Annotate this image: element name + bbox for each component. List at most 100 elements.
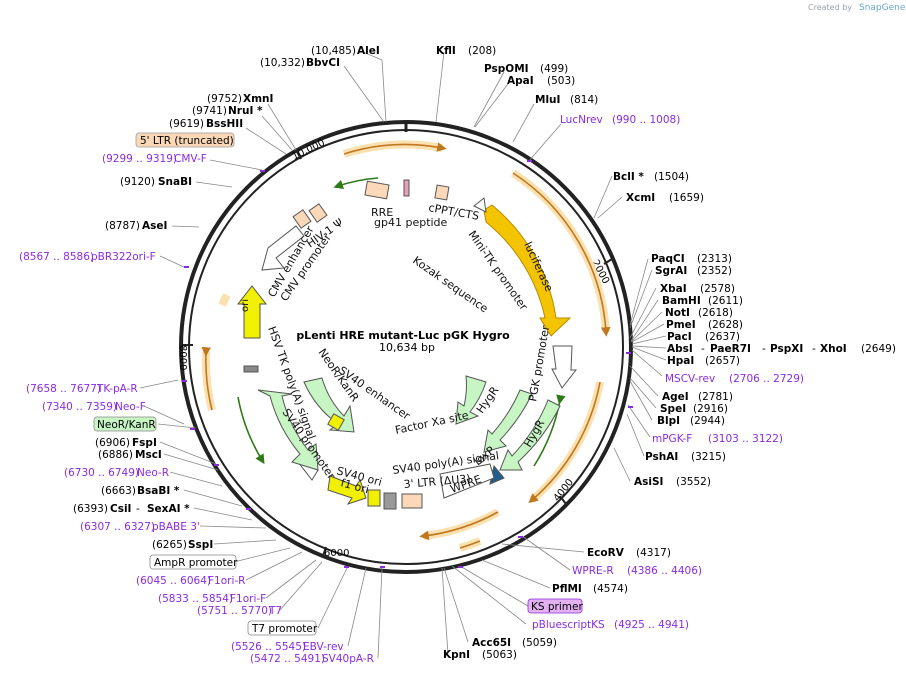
ks-primer-label: KS primer [531, 601, 583, 613]
paqci-name: PaqCI [651, 253, 685, 265]
bsabi-name: BsaBI * [137, 485, 180, 497]
blpi-name: BlpI [657, 415, 680, 427]
neor-name: Neo-R [137, 467, 169, 479]
luciferase-arrow [483, 204, 572, 337]
orf-arc-top [343, 142, 447, 155]
ltr5-label: 5' LTR (truncated) [140, 135, 234, 147]
plasmid-length: 10,634 bp [379, 341, 435, 354]
lucnrev-pos: (990 .. 1008) [612, 114, 680, 126]
tick-6000 [322, 546, 327, 557]
label-rre: RRE [371, 206, 393, 219]
bsshii-pos: (9619) [169, 118, 204, 130]
sv40par-pos: (5472 .. 5491) [250, 653, 325, 665]
asei-pos: (8787) [105, 220, 140, 232]
pbabe-name: pBABE 3' [152, 521, 200, 533]
orf-arc-bottom [419, 511, 499, 541]
kfli-pos: (208) [468, 45, 496, 57]
tk-pa-box [243, 365, 259, 373]
noti-name: NotI [665, 307, 690, 319]
hygr-arrow-1 [483, 389, 533, 453]
ecorv-pos: (4317) [636, 547, 671, 559]
f1orif-name: F1ori-F [230, 593, 266, 605]
cppt-box [434, 184, 450, 201]
orf-arc-right [528, 381, 601, 504]
credit-text: Created by [808, 3, 852, 12]
kpni-pos: (5063) [482, 649, 517, 661]
xmni-name: XmnI [243, 93, 273, 105]
wpre-box [439, 463, 495, 499]
orf-arcs [201, 142, 611, 549]
alei-name: AleI [357, 45, 380, 57]
t7-promoter-label: T7 promoter [251, 623, 318, 635]
ltr3-box [401, 493, 423, 509]
nrui-pos: (9741) [192, 105, 227, 117]
bsshii-name: BssHII [206, 118, 243, 130]
orf-arc-small [459, 540, 481, 549]
t7-pos: (5751 .. 5770) [197, 605, 272, 617]
tick-4000 [559, 495, 567, 505]
label-ori: ori [240, 299, 251, 312]
pflmi-pos: (4574) [593, 583, 628, 595]
csii-sep: - [136, 503, 140, 515]
green-arc-neo [237, 396, 265, 465]
label-ltr3: 3' LTR (ΔU3) [403, 472, 471, 491]
mlui-pos: (814) [570, 94, 598, 106]
asei-name: AseI [142, 220, 167, 232]
csii-name: CsiI [110, 503, 131, 515]
xcmi-pos: (1659) [669, 192, 704, 204]
snapgene-credit: Created by SnapGene [808, 3, 906, 13]
tick-label-8000: 8000 [177, 345, 188, 370]
ori-arrow [236, 285, 268, 339]
absi-sep1: - [701, 343, 705, 355]
label-pgk-promoter: PGK promoter [526, 324, 552, 402]
tick-10000 [295, 149, 302, 160]
msci-name: MscI [135, 449, 162, 461]
plasmid-name: pLenti HRE mutant-Luc pGK Hygro [296, 329, 510, 342]
f1orir-pos: (6045 .. 6064) [136, 575, 211, 587]
sspi-name: SspI [188, 539, 213, 551]
feature-arrows [236, 179, 578, 510]
wprer-name: WPRE-R [572, 565, 614, 577]
pspomi-name: PspOMI [484, 63, 529, 75]
pbabe-pos: (6307 .. 6327) [80, 521, 155, 533]
cmvf-pos: (9299 .. 9319) [102, 153, 177, 165]
hygr-inner-arrow [455, 375, 487, 425]
bamhi-pos: (2611) [708, 295, 743, 307]
ltr5-box [135, 132, 235, 148]
absi-sep3: - [812, 343, 816, 355]
bamhi-name: BamHI [662, 295, 701, 307]
neof-pos: (7340 .. 7359) [42, 401, 117, 413]
xhoi-pos: (2649) [861, 343, 896, 355]
sspi-pos: (6265) [152, 539, 187, 551]
paqci-pos: (2313) [697, 253, 732, 265]
xhoi-name: XhoI [820, 343, 847, 355]
absi-sep2: - [762, 343, 766, 355]
lucnrev-name: LucNrev [560, 114, 603, 126]
mscv-name: MSCV-rev [665, 373, 715, 385]
pflmi-name: PflMI [552, 583, 582, 595]
hpai-name: HpaI [667, 355, 694, 367]
wprer-pos: (4386 .. 4406) [627, 565, 702, 577]
pshai-pos: (3215) [691, 451, 726, 463]
label-kozak: Kozak sequence [410, 254, 490, 316]
t7-name: T7 [268, 605, 282, 617]
ampr-promoter-label: AmpR promoter [154, 557, 238, 569]
xbai-pos: (2578) [700, 283, 735, 295]
ks-primer-box [527, 598, 583, 614]
f1orir-name: F1ori-R [208, 575, 245, 587]
agei-pos: (2781) [698, 391, 733, 403]
mini-tk-arrow [473, 197, 487, 213]
bcli-pos: (1504) [654, 171, 689, 183]
sv40-enh-box [327, 413, 345, 431]
primer-markers [182, 160, 633, 568]
asisi-name: AsiSI [634, 476, 663, 488]
hiv-psi-box-2 [308, 203, 328, 223]
tkpar-pos: (7658 .. 7677) [26, 383, 101, 395]
sv40par-name: SV40pA-R [322, 653, 374, 665]
absi-name: AbsI [667, 343, 693, 355]
neof-name: Neo-F [115, 401, 146, 413]
neor-pos: (6730 .. 6749) [64, 467, 139, 479]
ecorv-name: EcoRV [587, 547, 625, 559]
tick-label-6000: 6000 [324, 548, 349, 559]
